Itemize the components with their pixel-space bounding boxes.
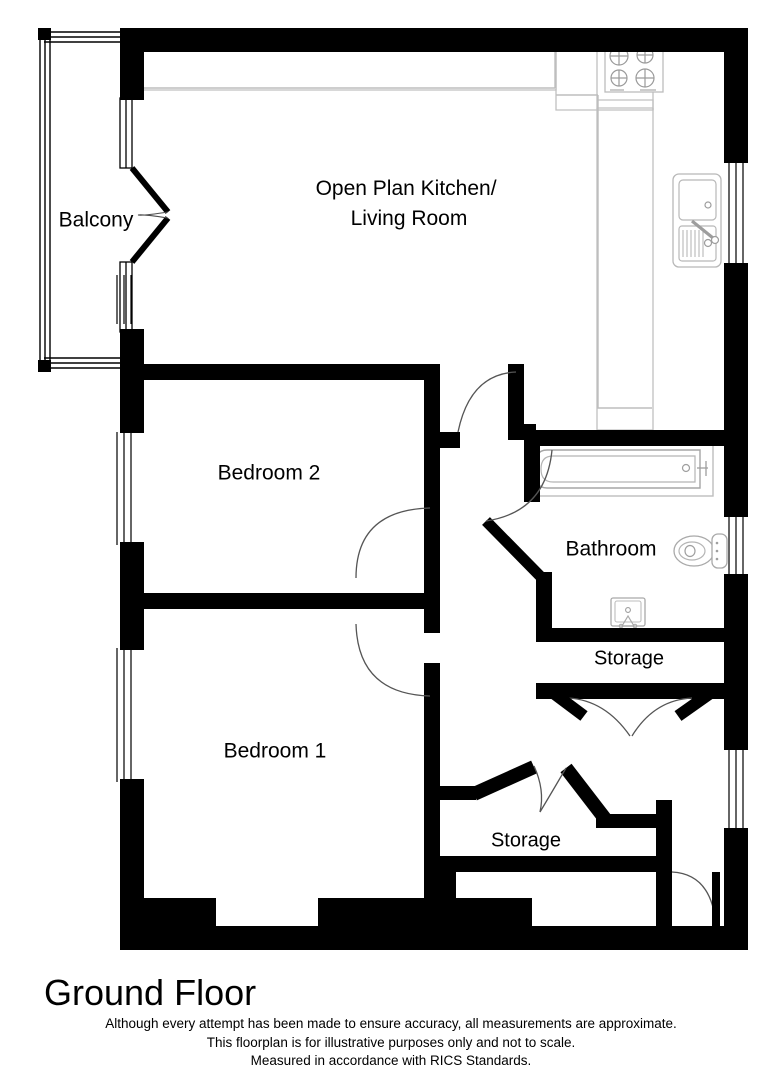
wall-bedroom2-doorjamb	[424, 432, 460, 448]
door-arc-bedroom1	[355, 623, 431, 697]
wall-bedroom2-right-lower	[424, 448, 440, 600]
label-balcony: Balcony	[59, 209, 134, 232]
label-bedroom-1: Bedroom 1	[224, 740, 327, 763]
storage-upper-door-leaves	[548, 687, 716, 721]
storage-lower-angled-walls	[471, 760, 612, 825]
page-title: Ground Floor	[44, 972, 257, 1013]
label-open-plan-kitchen-living-room: Open Plan Kitchen/ Living Room	[316, 177, 503, 230]
label-storage-lower: Storage	[491, 829, 561, 851]
bathtub-icon	[533, 441, 714, 497]
wall-left-4	[120, 779, 144, 927]
wall-storage-lower-angle-left	[471, 760, 537, 801]
label-storage-upper: Storage	[594, 647, 664, 669]
window-left-1	[116, 275, 132, 324]
wall-storage-lower-angle-right	[560, 763, 612, 825]
wall-storage-lower-right-stub	[596, 814, 672, 828]
balcony-french-doors	[119, 97, 171, 333]
window-left-3	[116, 648, 132, 782]
balcony-corner-posts	[38, 28, 51, 372]
wall-storage-upper-left	[536, 683, 552, 699]
disclaimer-text: Although every attempt has been made to …	[0, 1015, 782, 1071]
wall-bathroom-storage-divider	[536, 628, 728, 642]
entrance-door-leaf	[712, 872, 720, 926]
wash-basin-icon	[610, 597, 646, 629]
wall-storage-lower-bottom	[440, 856, 672, 872]
door-arc-bathroom	[485, 449, 553, 522]
wall-bedroom1-right	[424, 663, 440, 926]
disclaimer-line-1: Although every attempt has been made to …	[105, 1016, 677, 1031]
wall-hall-bottom-left	[440, 856, 456, 926]
door-arc-storage-lower-right	[539, 767, 567, 813]
floorplan-canvas: Open Plan Kitchen/ Living Room Balcony B…	[38, 28, 748, 950]
wall-left-1	[120, 28, 144, 100]
disclaimer-line-2: This floorplan is for illustrative purpo…	[206, 1034, 576, 1050]
disclaimer-line-3: Measured in accordance with RICS Standar…	[250, 1053, 532, 1068]
window-openings	[116, 160, 744, 832]
balcony-door-leaf-top	[129, 166, 171, 214]
door-arc-storage-lower-left	[533, 765, 543, 813]
wall-hall-upper	[508, 364, 524, 432]
door-arc-bedroom2	[355, 507, 431, 579]
wall-left-2	[120, 329, 144, 433]
balcony-structure	[39, 31, 128, 369]
wall-right-1	[724, 28, 748, 163]
wall-right-2	[724, 263, 748, 517]
wall-bathroom-door-angle	[482, 517, 546, 582]
door-swings	[355, 371, 717, 927]
balcony-door-leaf-bottom	[129, 216, 171, 264]
door-arc-storage-upper-right	[631, 697, 693, 737]
walls	[120, 28, 748, 950]
wall-bedroom-divider	[132, 593, 440, 609]
window-right-2	[728, 515, 744, 578]
label-kitchen-line2: Living Room	[351, 207, 468, 230]
wall-right-3	[724, 574, 748, 750]
wall-bathroom-left-upper	[524, 446, 540, 502]
kitchen-sink-icon	[672, 173, 722, 268]
label-bedroom-2: Bedroom 2	[218, 462, 321, 485]
wall-bottom-exterior	[120, 926, 748, 950]
window-right-1	[728, 160, 744, 267]
label-kitchen-line1: Open Plan Kitchen/	[316, 177, 497, 200]
wall-storage-lower-left-stub	[440, 786, 476, 800]
wall-storage-upper-bottom	[536, 683, 728, 699]
window-right-3	[728, 746, 744, 832]
wall-top-exterior	[120, 28, 748, 52]
window-left-2	[116, 432, 132, 545]
wall-bedroom2-right-upper	[424, 364, 440, 432]
wall-bedroom-divider-stub	[424, 593, 440, 633]
bedroom-door-leaves	[424, 600, 440, 608]
wall-bathroom-left-lower	[536, 572, 552, 632]
wall-bathroom-top	[524, 430, 728, 446]
toilet-icon	[673, 533, 728, 569]
wall-hall-bottom-right	[656, 856, 672, 950]
label-bathroom: Bathroom	[565, 538, 656, 561]
door-arc-storage-upper-left	[567, 697, 631, 737]
floorplan-drawing: Open Plan Kitchen/ Living Room Balcony B…	[38, 28, 748, 950]
wall-kitchen-bedroom2-divider	[120, 364, 432, 380]
door-arc-hall-top	[457, 371, 517, 433]
bathroom-angled-wall	[482, 517, 546, 582]
